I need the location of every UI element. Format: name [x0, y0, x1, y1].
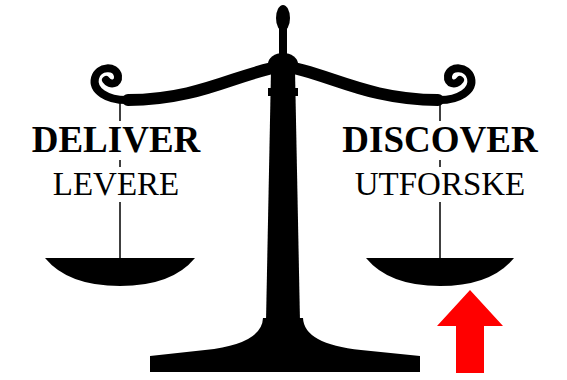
translation-label: LEVERE [51, 167, 181, 202]
right-scroll [436, 68, 471, 100]
left-scroll [95, 68, 130, 100]
translation-label: UTFORSKE [353, 167, 528, 202]
finial [276, 5, 290, 31]
left-pan [45, 258, 195, 286]
up-arrow [437, 290, 503, 373]
pillar [266, 70, 300, 322]
scale-base [150, 318, 420, 372]
beam [128, 66, 438, 100]
finial-neck [279, 28, 287, 54]
heading-label: DELIVER [30, 121, 203, 160]
right-pan [366, 258, 514, 286]
pillar-collar [268, 88, 298, 96]
heading-label: DISCOVER [340, 121, 539, 160]
